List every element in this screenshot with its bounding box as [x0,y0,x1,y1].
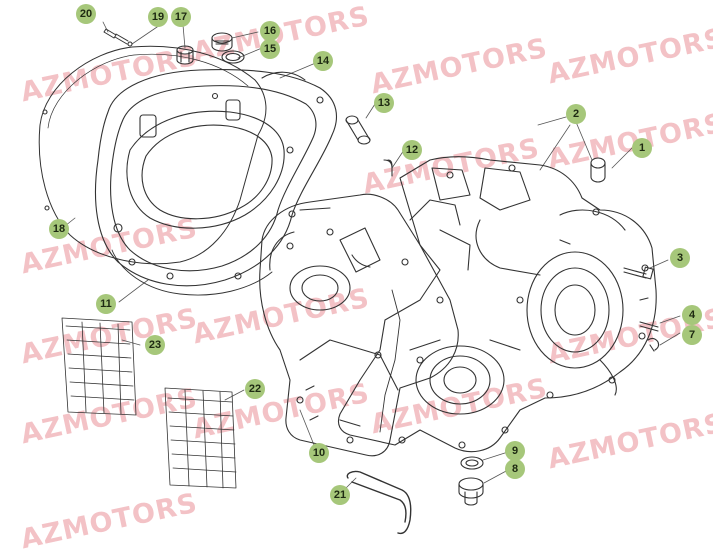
callout-marker[interactable]: 9 [505,441,525,461]
center-gasket [379,289,401,433]
callout-marker[interactable]: 11 [96,294,116,314]
callout-marker[interactable]: 7 [682,325,702,345]
callout-marker[interactable]: 14 [313,51,333,71]
elbow-part-7 [647,337,660,352]
seal-ring [221,50,245,64]
callout-marker[interactable]: 17 [171,7,191,27]
callout-marker[interactable]: 21 [330,485,350,505]
crankcase-left-half [259,193,461,457]
bolt-part [103,28,129,45]
washer [460,456,484,470]
bushing [345,115,371,145]
callout-marker[interactable]: 22 [245,379,265,399]
callout-marker[interactable]: 10 [309,443,329,463]
bolt-part-3 [623,266,654,280]
cover-gasket [38,45,267,265]
callout-marker[interactable]: 2 [566,104,586,124]
callout-marker[interactable]: 16 [260,21,280,41]
callout-marker[interactable]: 23 [145,335,165,355]
screw-plug [211,32,233,52]
elbow-fitting [383,159,393,177]
decal-sheet-2 [164,387,237,489]
side-cover [94,68,338,287]
bolt-part-4 [639,321,659,332]
callout-marker[interactable]: 8 [505,459,525,479]
crankcase-right-half [337,156,657,453]
callout-marker[interactable]: 4 [682,305,702,325]
drain-plug [458,477,484,506]
callout-marker[interactable]: 3 [670,248,690,268]
filler-plug [176,45,194,65]
callout-marker[interactable]: 12 [402,140,422,160]
callout-marker[interactable]: 13 [374,93,394,113]
leader-lines [59,21,681,496]
callout-marker[interactable]: 18 [49,219,69,239]
callout-marker[interactable]: 1 [632,138,652,158]
callout-marker[interactable]: 19 [148,7,168,27]
decal-sheet [61,317,137,416]
wire-clip [346,470,412,535]
callout-marker[interactable]: 20 [76,4,96,24]
inner-gasket [111,249,273,296]
callout-marker[interactable]: 15 [260,39,280,59]
dowel-pin [590,157,606,183]
